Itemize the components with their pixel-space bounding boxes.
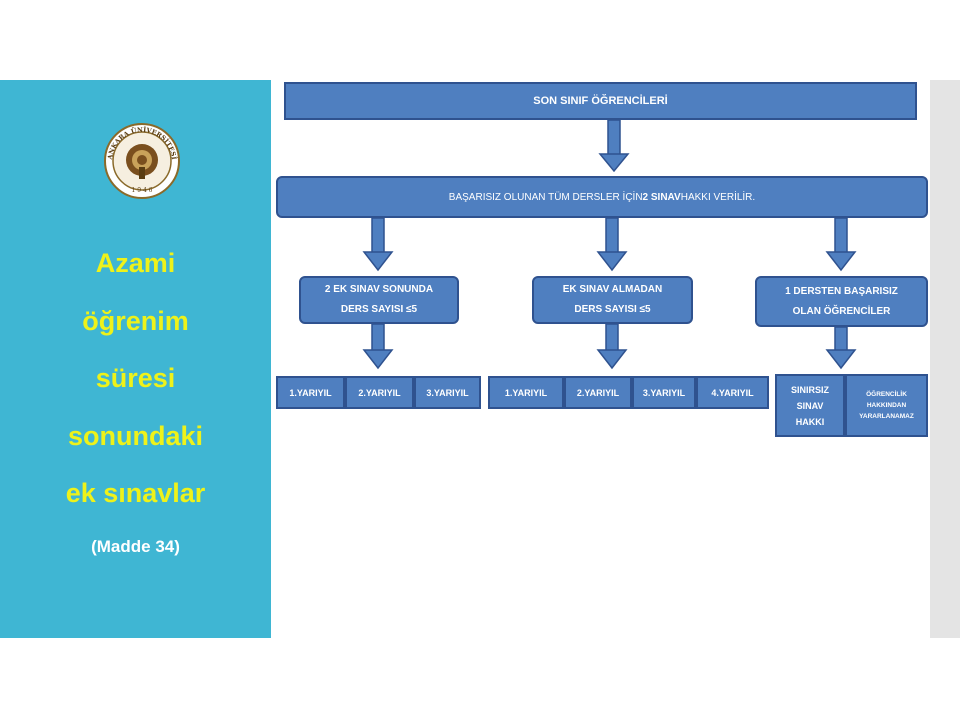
- group3-cell-right: ÖĞRENCİLİK HAKKINDAN YARARLANAMAZ: [845, 374, 928, 437]
- sidebar-subtitle: (Madde 34): [91, 537, 180, 556]
- seal-year: 1 9 4 6: [132, 187, 153, 194]
- branch-1-line-2: DERS SAYISI ≤5: [340, 304, 418, 315]
- group3-right-line-3: YARARLANAMAZ: [859, 413, 914, 420]
- group3-right-line-2: HAKKINDAN: [866, 402, 907, 409]
- group3-right-line-1: ÖĞRENCİLİK: [866, 391, 907, 398]
- group2-cell-1: 1.YARIYIL: [488, 376, 564, 409]
- arrow-branch-1-down: [362, 324, 394, 370]
- group3-left-line-2: SINAV: [796, 400, 824, 411]
- sidebar-title-line-5: ek sınavlar: [65, 478, 206, 508]
- group1-cell-3: 3.YARIYIL: [414, 376, 481, 409]
- rule-text-pre: BAŞARISIZ OLUNAN TÜM DERSLER İÇİN: [448, 191, 643, 203]
- branch-box-3: 1 DERSTEN BAŞARISIZ OLAN ÖĞRENCİLER: [755, 276, 928, 327]
- group2-cell-3: 3.YARIYIL: [632, 376, 696, 409]
- branch-box-1: 2 EK SINAV SONUNDA DERS SAYISI ≤5: [299, 276, 459, 324]
- group1-cell-1: 1.YARIYIL: [276, 376, 345, 409]
- top-box-label: SON SINIF ÖĞRENCİLERİ: [533, 95, 668, 107]
- arrow-branch-2-down: [596, 324, 628, 370]
- sidebar-title-line-3: süresi: [95, 363, 176, 393]
- branch-box-2: EK SINAV ALMADAN DERS SAYISI ≤5: [532, 276, 693, 324]
- sidebar-title-line-1: Azami: [95, 248, 176, 278]
- right-gray-strip: [930, 80, 960, 638]
- arrow-rule-to-branch-1: [362, 218, 394, 272]
- group2-cell-4: 4.YARIYIL: [696, 376, 769, 409]
- arrow-branch-3-down: [825, 327, 857, 370]
- ankara-university-seal-icon: ANKARA ÜNİVERSİTESİ 1 9 4 6: [104, 123, 180, 199]
- group1-cell-2: 2.YARIYIL: [345, 376, 414, 409]
- sidebar-title-line-2: öğrenim: [82, 306, 189, 336]
- rule-text-bold: 2 SINAV: [642, 191, 681, 203]
- branch-3-line-2: OLAN ÖĞRENCİLER: [792, 305, 891, 317]
- arrow-top-to-rule: [598, 120, 630, 172]
- top-box-son-sinif: SON SINIF ÖĞRENCİLERİ: [284, 82, 917, 120]
- sidebar-title-line-4: sonundaki: [67, 421, 203, 451]
- arrow-rule-to-branch-3: [825, 218, 857, 272]
- branch-2-line-2: DERS SAYISI ≤5: [574, 304, 651, 315]
- branch-2-line-1: EK SINAV ALMADAN: [562, 284, 663, 295]
- group3-cell-left: SINIRSIZ SINAV HAKKI: [775, 374, 845, 437]
- rule-text-post: HAKKI VERİLİR.: [680, 191, 756, 203]
- rule-box: BAŞARISIZ OLUNAN TÜM DERSLER İÇİN 2 SINA…: [276, 176, 928, 218]
- group3-left-line-1: SINIRSIZ: [790, 384, 829, 395]
- group3-left-line-3: HAKKI: [795, 416, 825, 427]
- arrow-rule-to-branch-2: [596, 218, 628, 272]
- branch-3-line-1: 1 DERSTEN BAŞARISIZ: [785, 285, 898, 297]
- branch-1-line-1: 2 EK SINAV SONUNDA: [324, 284, 434, 295]
- group2-cell-2: 2.YARIYIL: [564, 376, 632, 409]
